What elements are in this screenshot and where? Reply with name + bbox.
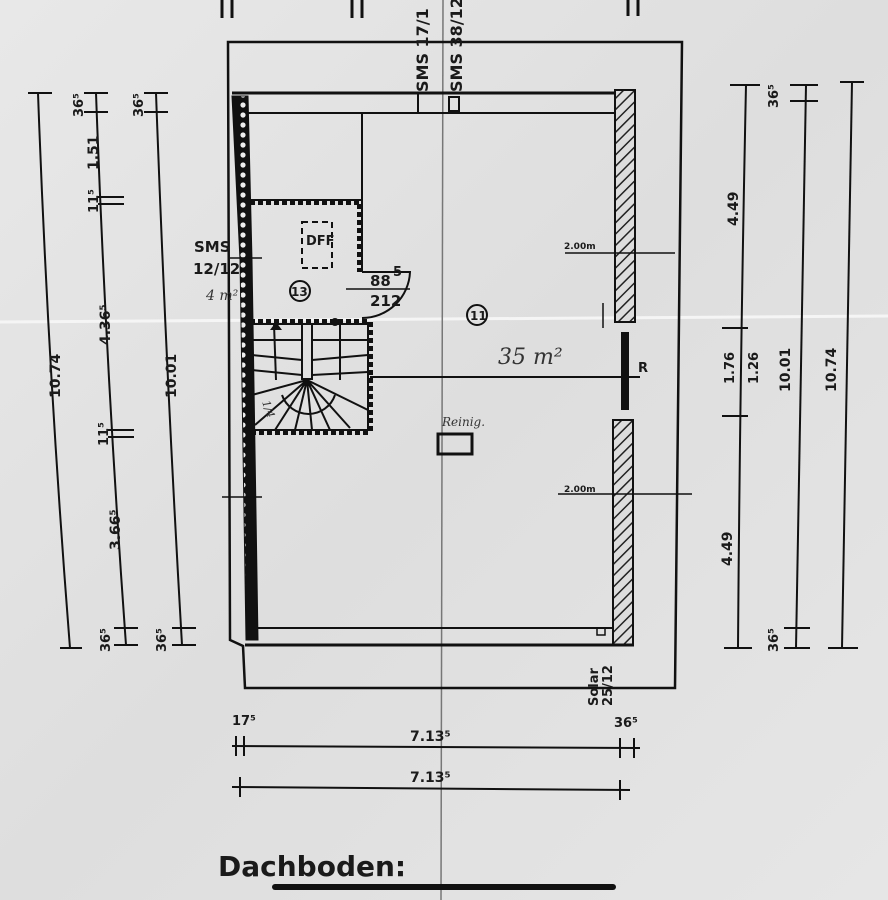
door-width-sup: 5 (393, 265, 402, 280)
cleaning-opening (436, 432, 474, 456)
dim-left-inner-end-bottom: 36⁵ (155, 628, 170, 652)
dim-left-seg-6: 3.66⁵ (108, 509, 124, 550)
dimension-lines-right (722, 81, 864, 649)
dim-left-seg-3: 11⁵ (87, 189, 102, 213)
window-bottom-label: 2.00m (564, 485, 596, 495)
dim-bottom-inner: 7.13⁵ (410, 729, 451, 745)
dim-left-inner-end-top: 36⁵ (132, 93, 147, 117)
door-height: 212 (370, 292, 401, 310)
dim-right-outer-total: 10.74 (824, 347, 840, 392)
dim-left-inner-total: 10.01 (164, 354, 180, 398)
room-11-area: 35 m² (498, 345, 563, 370)
sms-left-label: SMS (194, 238, 231, 256)
fold-line-vertical (440, 0, 444, 900)
dim-bottom-total: 7.13⁵ (410, 770, 451, 786)
r-mark: R (638, 361, 648, 376)
left-wall (231, 95, 259, 641)
solar-size: 25/12 (601, 665, 616, 706)
dimension-lines-bottom (231, 736, 641, 800)
dim-right-seg-2: 1.76 (723, 352, 738, 384)
door-width: 88 (370, 272, 391, 290)
room-13-area: 4 m² (205, 288, 239, 304)
dim-left-seg-4: 4.36⁵ (98, 304, 114, 345)
home-indicator[interactable] (272, 884, 616, 890)
staircase (247, 319, 373, 435)
dim-right-end-top: 36⁵ (767, 84, 782, 108)
dim-left-seg-5: 11⁵ (97, 422, 112, 446)
dff-hatch (301, 221, 333, 269)
fold-line-horizontal (0, 314, 888, 324)
outer-roof-outline (226, 40, 684, 690)
dimension-lines-left (28, 92, 196, 649)
right-wall-upper (614, 89, 636, 323)
dim-left-seg-1: 36⁵ (72, 93, 87, 117)
sms-top-left-label: SMS 17/1 (413, 8, 432, 92)
dim-right-end-bottom: 36⁵ (767, 628, 782, 652)
dim-right-sub: 1.26 (747, 352, 762, 384)
top-marks (220, 0, 640, 18)
dim-bottom-right-wall: 36⁵ (614, 716, 638, 731)
room-11-number: 11 (470, 309, 487, 323)
dim-right-inner-total: 10.01 (778, 348, 794, 392)
door-swing (361, 271, 412, 320)
dff-label: DFF (306, 234, 335, 249)
sms-top-right-label: SMS 38/12 (447, 0, 466, 92)
right-wall-lower (612, 419, 634, 646)
dim-left-seg-2: 1.51 (86, 135, 102, 170)
dim-right-seg-1: 4.49 (726, 191, 742, 226)
reinig-label: Reinig. (441, 415, 485, 429)
dim-right-seg-3: 4.49 (720, 531, 736, 566)
dim-left-seg-7: 36⁵ (99, 628, 114, 652)
sms-left-size: 12/12 (193, 260, 240, 278)
chimney-marker (448, 96, 460, 112)
room-13-number: 13 (291, 285, 308, 299)
window-r (621, 332, 629, 410)
window-top-label: 2.00m (564, 242, 596, 252)
dim-bottom-left-wall: 17⁵ (232, 714, 256, 729)
stair-room-wall (250, 199, 363, 272)
dim-left-outer-total: 10.74 (48, 353, 64, 398)
stairs-label: 1/4 (259, 399, 277, 420)
plan-title: Dachboden: (218, 850, 406, 883)
solar-label: Solar (587, 667, 602, 706)
